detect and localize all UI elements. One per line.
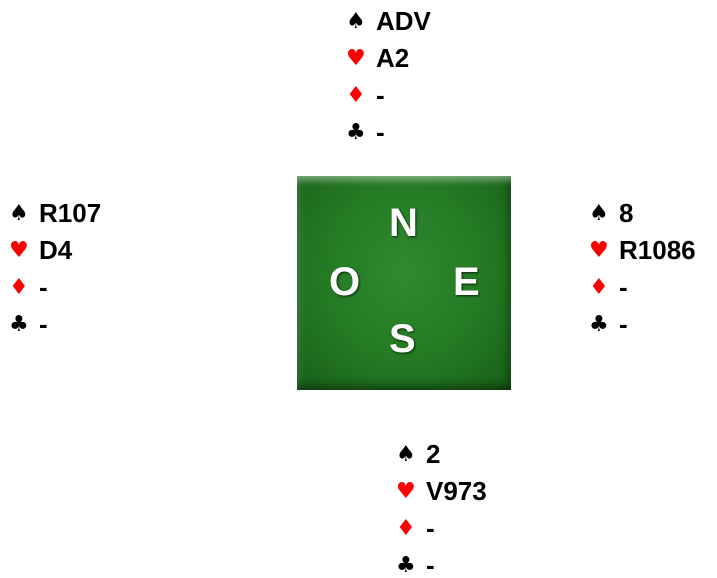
- south-spades-cards: 2: [426, 439, 441, 469]
- compass-east-label: E: [453, 260, 480, 304]
- east-hearts-cards: R1086: [619, 235, 696, 265]
- east-hand: ♠ 8 ♥ R1086 ♦ - ♣ -: [589, 195, 696, 343]
- south-hearts-row: ♥ V973: [396, 473, 487, 510]
- compass-west-label: O: [329, 260, 361, 304]
- north-hearts-row: ♥ A2: [346, 40, 431, 77]
- club-icon: ♣: [396, 553, 416, 578]
- west-spades-row: ♠ R107: [9, 195, 101, 232]
- south-diamonds-row: ♦ -: [396, 510, 487, 547]
- south-clubs-row: ♣ -: [396, 547, 487, 578]
- east-spades-cards: 8: [619, 198, 634, 228]
- north-diamonds-row: ♦ -: [346, 77, 431, 114]
- west-hearts-cards: D4: [39, 235, 73, 265]
- west-hearts-row: ♥ D4: [9, 232, 101, 269]
- south-hand: ♠ 2 ♥ V973 ♦ - ♣ -: [396, 436, 487, 578]
- club-icon: ♣: [9, 312, 29, 337]
- west-diamonds-cards: -: [39, 272, 48, 302]
- south-spades-row: ♠ 2: [396, 436, 487, 473]
- club-icon: ♣: [589, 312, 609, 337]
- west-diamonds-row: ♦ -: [9, 269, 101, 306]
- spade-icon: ♠: [396, 442, 416, 467]
- diamond-icon: ♦: [346, 83, 366, 108]
- west-spades-cards: R107: [39, 198, 102, 228]
- east-hearts-row: ♥ R1086: [589, 232, 696, 269]
- north-clubs-row: ♣ -: [346, 114, 431, 151]
- west-clubs-row: ♣ -: [9, 306, 101, 343]
- north-spades-row: ♠ ADV: [346, 3, 431, 40]
- club-icon: ♣: [346, 120, 366, 145]
- diamond-icon: ♦: [396, 516, 416, 541]
- north-hearts-cards: A2: [376, 43, 410, 73]
- compass-south-label: S: [389, 317, 416, 361]
- east-diamonds-row: ♦ -: [589, 269, 696, 306]
- north-spades-cards: ADV: [376, 6, 431, 36]
- compass-north-label: N: [389, 201, 418, 245]
- compass-table: N O E S: [297, 176, 511, 390]
- south-hearts-cards: V973: [426, 476, 487, 506]
- east-diamonds-cards: -: [619, 272, 628, 302]
- diamond-icon: ♦: [589, 275, 609, 300]
- east-clubs-row: ♣ -: [589, 306, 696, 343]
- north-hand: ♠ ADV ♥ A2 ♦ - ♣ -: [346, 3, 431, 151]
- north-clubs-cards: -: [376, 117, 385, 147]
- south-diamonds-cards: -: [426, 513, 435, 543]
- heart-icon: ♥: [346, 46, 366, 71]
- east-clubs-cards: -: [619, 309, 628, 339]
- east-spades-row: ♠ 8: [589, 195, 696, 232]
- heart-icon: ♥: [589, 238, 609, 263]
- west-clubs-cards: -: [39, 309, 48, 339]
- spade-icon: ♠: [589, 201, 609, 226]
- heart-icon: ♥: [9, 238, 29, 263]
- spade-icon: ♠: [346, 9, 366, 34]
- north-diamonds-cards: -: [376, 80, 385, 110]
- spade-icon: ♠: [9, 201, 29, 226]
- south-clubs-cards: -: [426, 550, 435, 578]
- west-hand: ♠ R107 ♥ D4 ♦ - ♣ -: [9, 195, 101, 343]
- heart-icon: ♥: [396, 479, 416, 504]
- diamond-icon: ♦: [9, 275, 29, 300]
